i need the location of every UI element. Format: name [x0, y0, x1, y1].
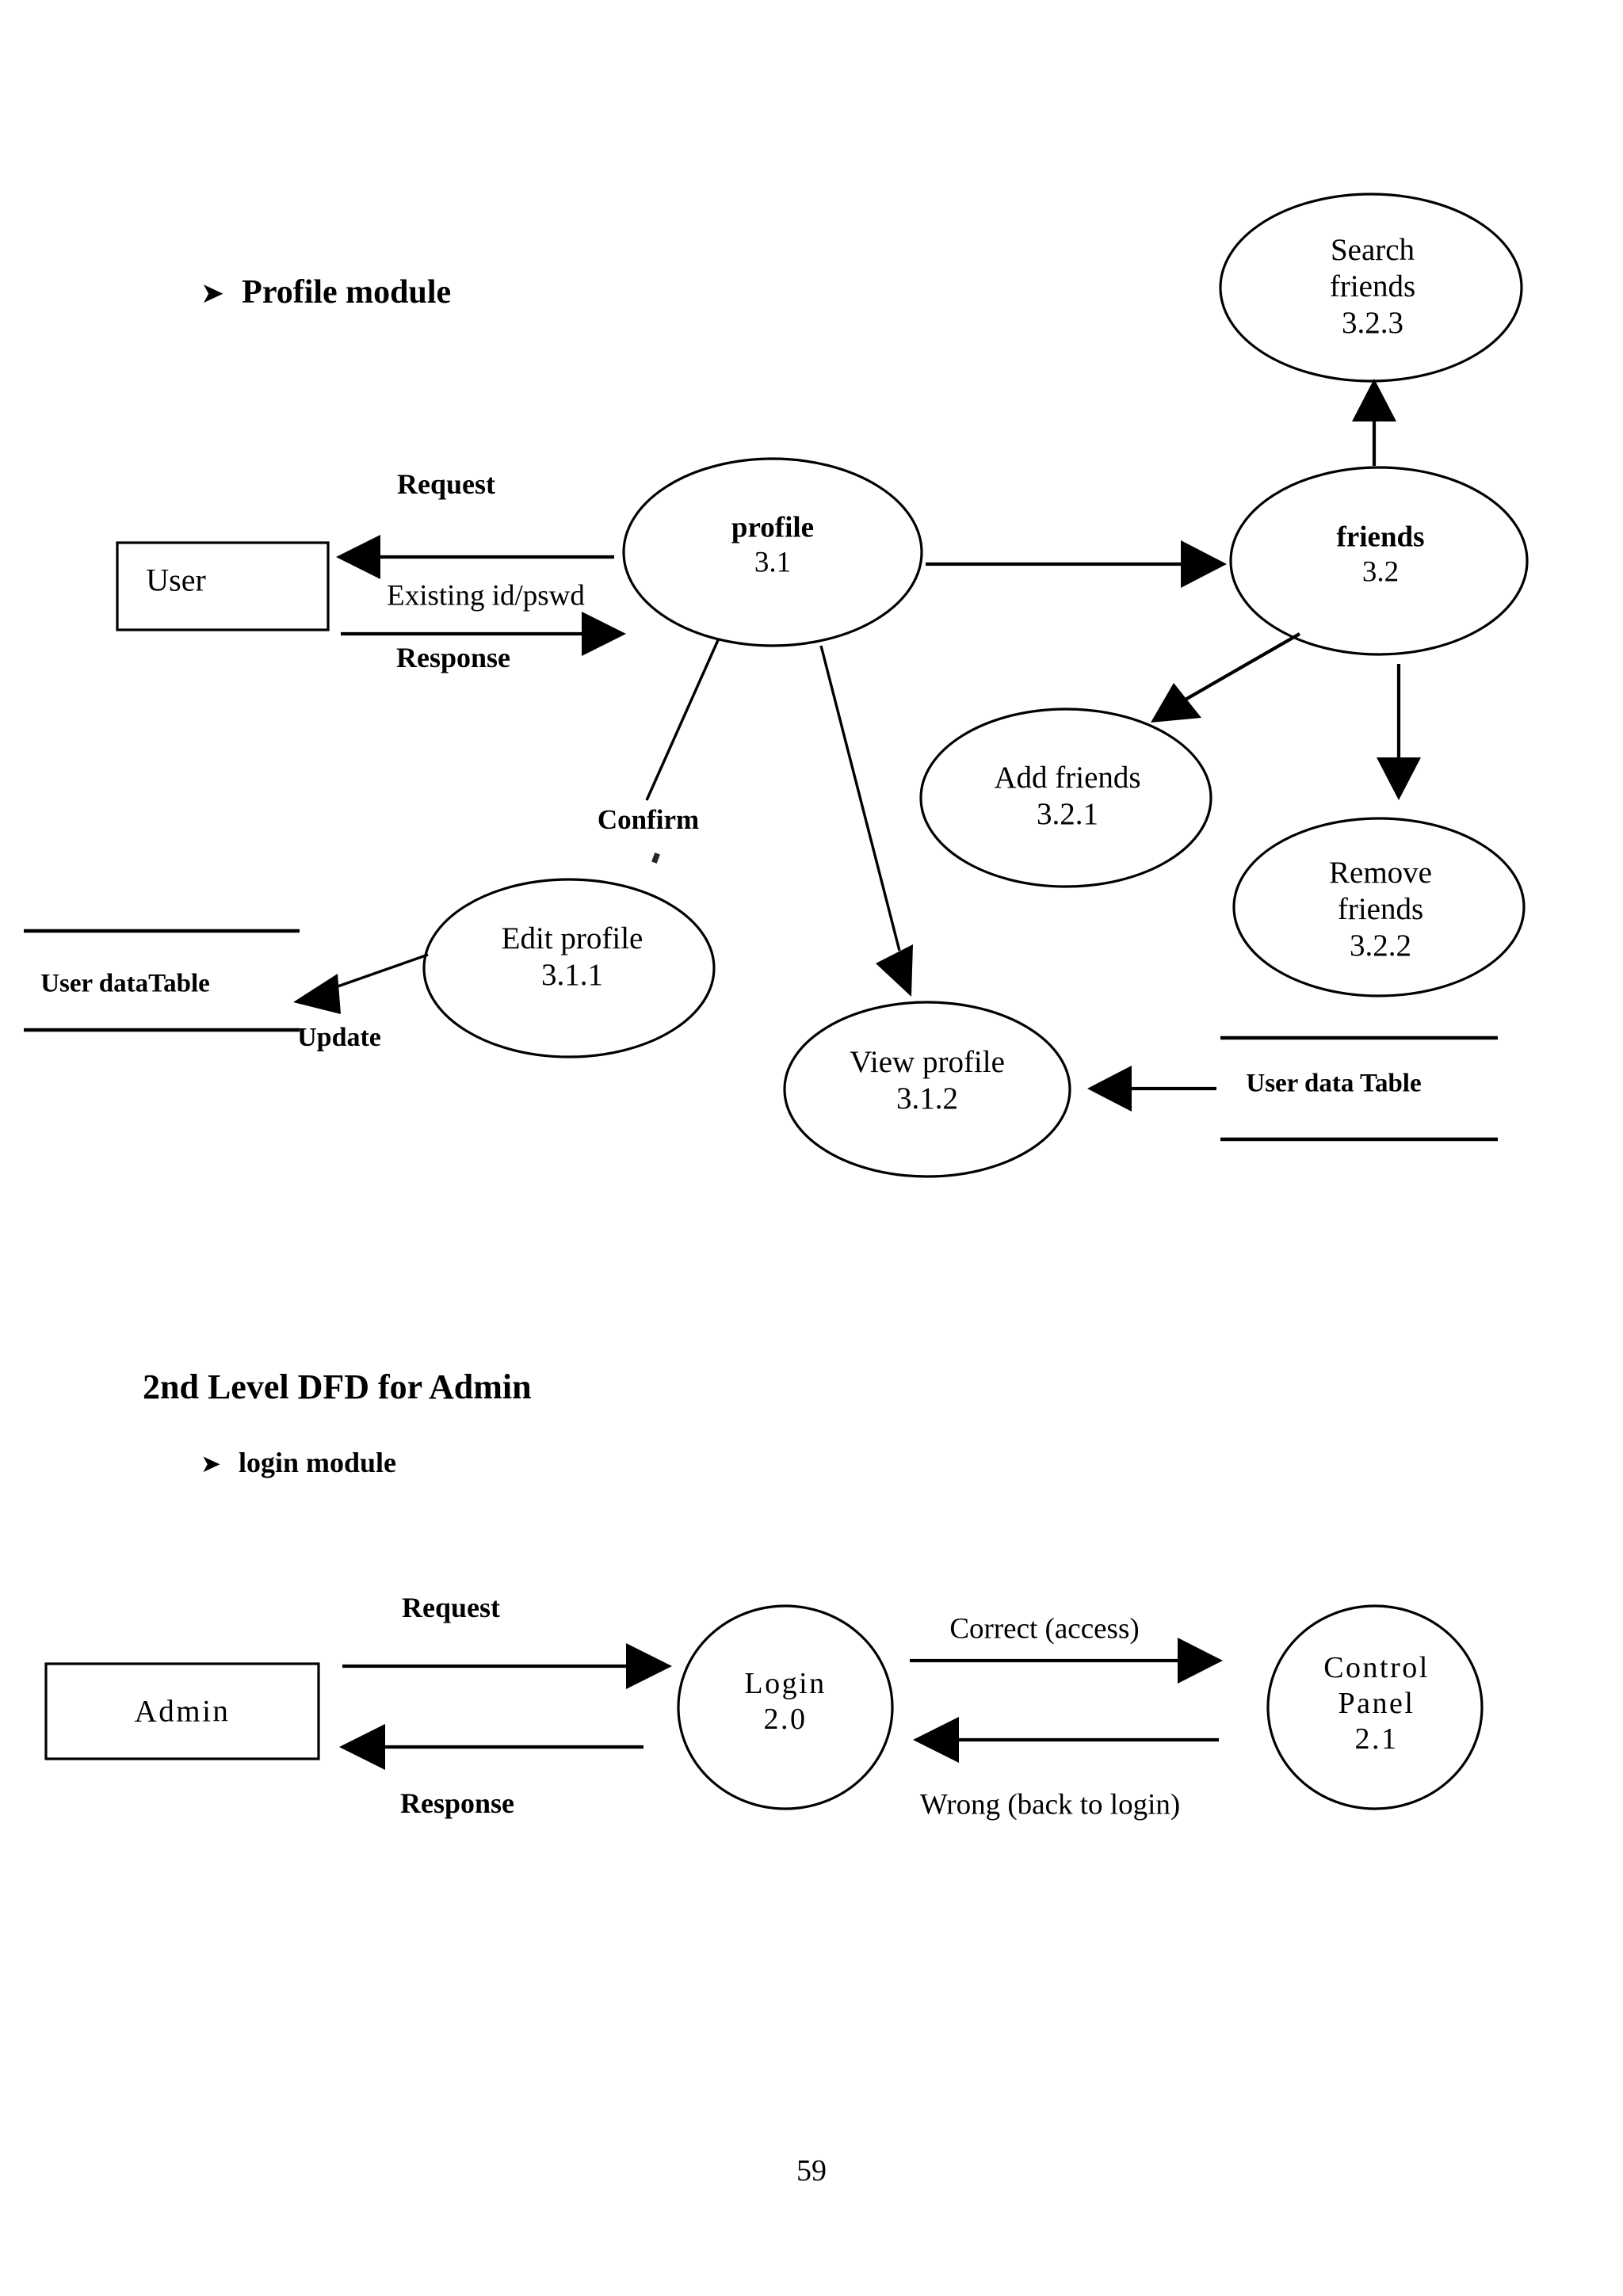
arrow-bullet-icon-2: ➤ [200, 1450, 221, 1478]
edit-profile-process-label: Edit profile 3.1.1 [502, 921, 643, 994]
page-number: 59 [796, 2154, 827, 2187]
flow-label-wrong-back-to-login: Wrong (back to login) [919, 1788, 1181, 1821]
flow-friends-to-search-arrowhead [1352, 379, 1396, 421]
flow-label-response-profile: Response [395, 642, 511, 673]
login-process-number: 2.0 [763, 1703, 808, 1736]
flow-label-correct-access: Correct (access) [949, 1612, 1140, 1646]
store-right-label: User data Table [1246, 1069, 1422, 1098]
flow-admin-to-login-arrowhead [626, 1643, 672, 1689]
login-module-heading: ➤ login module [200, 1446, 396, 1479]
flow-edit-to-store-arrowhead [293, 974, 341, 1014]
friends-process-number: 3.2 [1361, 555, 1400, 588]
add-friends-name: Add friends [994, 760, 1141, 795]
search-friends-number: 3.2.3 [1342, 306, 1403, 341]
add-friends-number: 3.2.1 [1037, 797, 1098, 831]
flow-login-to-admin-arrowhead [339, 1724, 385, 1770]
profile-module-heading-text: Profile module [242, 274, 452, 311]
control-panel-number: 2.1 [1354, 1722, 1399, 1756]
admin-entity-label: Admin [134, 1694, 231, 1729]
edit-profile-number: 3.1.1 [540, 958, 603, 992]
flow-label-request-admin: Request [402, 1592, 500, 1623]
view-profile-process-label: View profile 3.1.2 [850, 1044, 1005, 1117]
flow-label-response-admin: Response [399, 1787, 515, 1819]
remove-friends-name-line1: Remove [1329, 855, 1432, 890]
search-friends-name-line1: Search [1330, 232, 1415, 267]
profile-process-number: 3.1 [754, 546, 792, 578]
flow-profile-to-view-arrowhead [876, 944, 913, 997]
flow-user-to-profile-arrowhead [582, 612, 626, 656]
user-entity-label: User [146, 562, 206, 598]
login-process-label: Login 2.0 [744, 1666, 826, 1737]
admin-dfd-heading: 2nd Level DFD for Admin [143, 1367, 532, 1406]
control-panel-process-label: Control Panel 2.1 [1323, 1650, 1430, 1756]
flow-control-to-login-arrowhead [913, 1717, 959, 1763]
add-friends-process-label: Add friends 3.2.1 [994, 760, 1140, 833]
flow-label-confirm: Confirm [597, 804, 700, 835]
flow-profile-to-view-line [819, 645, 901, 952]
login-module-heading-text: login module [238, 1447, 397, 1478]
flow-login-to-control-arrowhead [1178, 1638, 1223, 1684]
view-profile-name: View profile [850, 1044, 1005, 1079]
flow-profile-to-friends-arrowhead [1181, 540, 1227, 588]
friends-process-label: friends 3.2 [1337, 520, 1425, 589]
control-panel-name-line1: Control [1323, 1650, 1430, 1684]
search-friends-name-line2: friends [1329, 269, 1416, 303]
flow-edit-to-store-line [326, 953, 429, 992]
flow-label-request-profile: Request [397, 468, 495, 500]
flow-friends-to-remove-arrowhead [1377, 757, 1421, 800]
flow-label-update: Update [297, 1023, 381, 1052]
search-friends-process-label: Search friends 3.2.3 [1330, 232, 1415, 341]
view-profile-number: 3.1.2 [896, 1081, 958, 1116]
store-left-label: User dataTable [40, 969, 210, 998]
edit-profile-name: Edit profile [501, 921, 643, 955]
control-panel-name-line2: Panel [1338, 1686, 1415, 1720]
flow-profile-confirm-line [645, 639, 720, 801]
flow-friends-to-add-arrowhead [1151, 683, 1201, 723]
remove-friends-process-label: Remove friends 3.2.2 [1329, 855, 1432, 964]
flow-store-to-view-arrowhead [1087, 1066, 1132, 1112]
stray-ink-mark [651, 852, 660, 864]
flow-profile-to-user-arrowhead [336, 535, 380, 579]
profile-module-heading: ➤ Profile module [200, 273, 451, 311]
flow-friends-to-add-line [1177, 632, 1301, 705]
arrow-bullet-icon: ➤ [200, 277, 225, 310]
profile-process-label: profile 3.1 [731, 510, 814, 579]
flow-label-existing-id-pswd: Existing id/pswd [387, 579, 585, 612]
remove-friends-name-line2: friends [1337, 891, 1424, 926]
login-process-name: Login [744, 1667, 827, 1701]
remove-friends-number: 3.2.2 [1350, 929, 1411, 963]
profile-process-name: profile [731, 511, 815, 544]
friends-process-name: friends [1336, 521, 1425, 554]
